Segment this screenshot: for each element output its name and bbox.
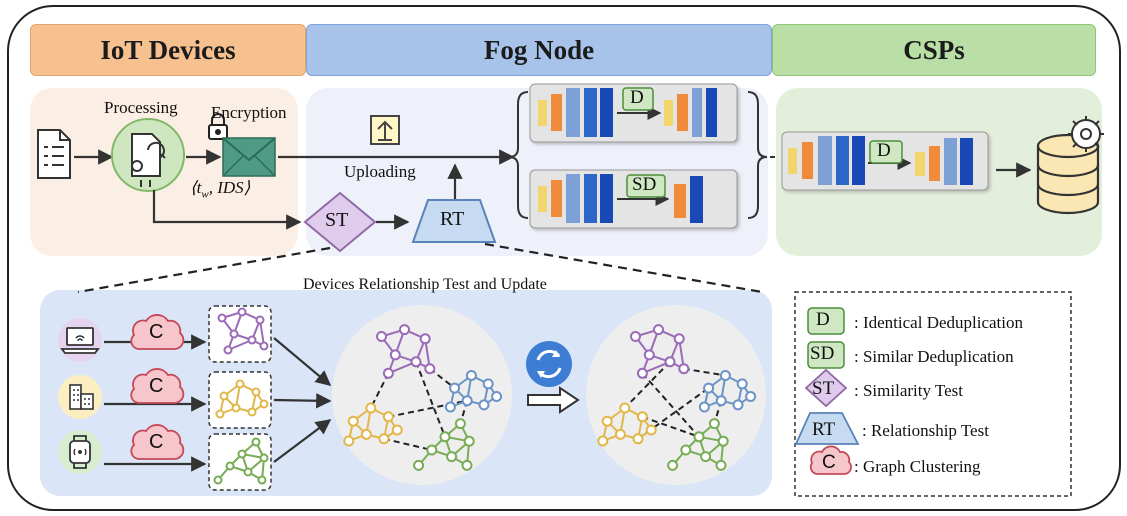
legend-st-symbol — [804, 368, 848, 408]
upload-icon — [370, 115, 400, 145]
after-blue-graph — [698, 370, 757, 413]
before-purple-graph — [376, 324, 436, 379]
legend-identical-dedup: : Identical Deduplication — [854, 313, 1023, 332]
after-yellow-graph — [597, 402, 657, 447]
rt-label: RT — [440, 208, 465, 230]
legend-sd-text: SD — [810, 343, 835, 364]
legend-c-text: C — [822, 452, 836, 473]
csps-header: CSPs — [772, 24, 1096, 76]
uploading-label: Uploading — [344, 162, 416, 181]
lock-icon — [208, 113, 228, 140]
legend-similar-dedup: : Similar Deduplication — [854, 347, 1014, 366]
tuple-label: ⟨tw, IDS⟩ — [190, 178, 250, 200]
sd-badge-fog — [626, 174, 666, 198]
smartwatch-icon — [58, 430, 102, 474]
d-badge-fog-label: D — [630, 87, 644, 108]
graph-clustering-cloud-2 — [130, 368, 185, 404]
model-blocks-1 — [538, 88, 717, 137]
before-yellow-graph — [343, 402, 403, 447]
fog-node-header: Fog Node — [306, 24, 772, 76]
cluster-c-label-2: C — [149, 375, 164, 397]
d-badge-csp — [869, 140, 903, 164]
iot-devices-header: IoT Devices — [30, 24, 306, 76]
similarity-test-diamond — [303, 191, 377, 253]
graph-clustering-cloud-3 — [130, 424, 185, 460]
after-purple-graph — [630, 324, 690, 379]
legend-st-text: ST — [812, 378, 835, 399]
legend-d-symbol — [807, 307, 845, 335]
refresh-icon — [526, 341, 572, 387]
legend-rt-text: RT — [812, 419, 836, 440]
tuple-open: ⟨t — [190, 178, 202, 197]
d-badge-csp-label: D — [877, 140, 891, 161]
green-small-graph — [213, 437, 269, 485]
tuple-rest: , IDS⟩ — [208, 178, 251, 197]
legend-sd-symbol — [807, 341, 845, 369]
legend-relationship-test: : Relationship Test — [862, 421, 989, 440]
graph-clustering-cloud-1 — [130, 314, 185, 350]
relationship-test-trapezoid — [411, 199, 497, 243]
purple-small-graph — [217, 307, 269, 355]
after-green-graph — [667, 418, 729, 471]
st-label: ST — [325, 209, 349, 231]
gear-icon — [1068, 116, 1104, 152]
before-blue-graph — [444, 370, 503, 413]
legend-graph-clustering: : Graph Clustering — [854, 457, 981, 476]
model-blocks-csp — [788, 136, 973, 185]
yellow-small-graph — [215, 379, 269, 419]
model-blocks-2 — [538, 174, 703, 223]
legend-rt-symbol — [794, 412, 860, 445]
cluster-c-label-1: C — [149, 321, 164, 343]
relationship-title: Devices Relationship Test and Update — [303, 276, 547, 293]
legend-similarity-test: : Similarity Test — [854, 381, 963, 400]
encryption-label: Encryption — [211, 103, 287, 122]
document-icon — [37, 129, 71, 179]
legend-d-text: D — [816, 309, 830, 330]
legend-c-symbol — [809, 445, 852, 475]
tuple-subscript: w — [201, 188, 209, 201]
d-badge-fog — [622, 87, 654, 111]
sd-badge-fog-label: SD — [632, 174, 657, 195]
envelope-icon — [222, 137, 276, 177]
cluster-c-label-3: C — [149, 431, 164, 453]
before-green-graph — [413, 418, 475, 471]
laptop-icon — [58, 318, 102, 362]
processing-label: Processing — [104, 98, 178, 117]
smart-building-icon — [58, 375, 102, 419]
processing-icon — [131, 133, 166, 187]
hollow-arrow-icon — [527, 386, 580, 414]
